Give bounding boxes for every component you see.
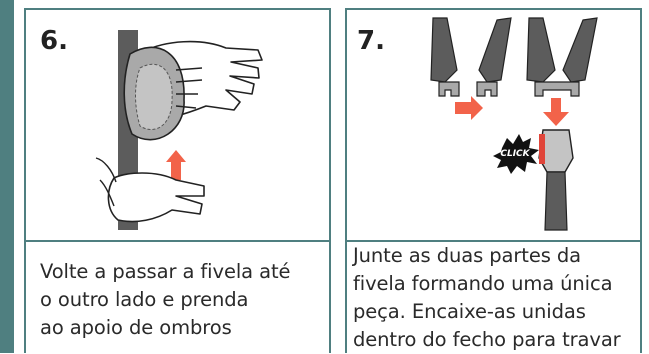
- strap-1: [430, 17, 458, 83]
- step-7-caption-line-1: Junte as duas partes da: [353, 244, 582, 267]
- step-7-caption-line-3: peça. Encaixe-as unidas: [353, 300, 586, 323]
- step-6-number: 6.: [40, 26, 68, 56]
- strap-3: [526, 17, 556, 83]
- step-6-caption-line-1: Volte a passar a fivela até: [40, 260, 291, 283]
- buckle-release-button: [539, 134, 545, 164]
- step-7-caption-line-2: fivela formando uma única: [353, 272, 613, 295]
- step-7-caption-line-4: dentro do fecho para travar: [353, 328, 621, 351]
- tongue-1: [438, 81, 460, 97]
- left-edge-strip: [0, 0, 14, 353]
- step-7-panel: 7. CLICK: [345, 8, 642, 353]
- strap-2: [478, 17, 512, 83]
- up-arrow-icon: [166, 150, 186, 180]
- lower-strap: [544, 171, 568, 231]
- step-6-illustration: 6.: [26, 10, 329, 242]
- joined-tongues: [534, 81, 580, 97]
- step-7-illustration: 7. CLICK: [347, 10, 640, 242]
- pad-stitching: [135, 63, 173, 131]
- step-6-caption: Volte a passar a fivela até o outro lado…: [40, 258, 323, 342]
- tongue-2: [476, 81, 498, 97]
- shoulder-pad-illustration: [95, 30, 263, 230]
- right-arrow-icon: [455, 96, 483, 120]
- step-6-panel: 6. Volte a passar a fivela até o outro l…: [24, 8, 331, 353]
- step-7-number: 7.: [357, 26, 385, 56]
- step-6-caption-line-2: o outro lado e prenda: [40, 288, 249, 311]
- step-7-caption: Junte as duas partes da fivela formando …: [353, 242, 634, 354]
- click-burst-icon: [493, 134, 539, 174]
- click-label: CLICK: [500, 149, 530, 159]
- step-6-caption-line-3: ao apoio de ombros: [40, 316, 232, 339]
- strap-4: [562, 17, 598, 83]
- buckle-illustration: CLICK: [430, 17, 598, 231]
- lower-hand: [107, 172, 205, 223]
- down-arrow-icon: [543, 98, 569, 126]
